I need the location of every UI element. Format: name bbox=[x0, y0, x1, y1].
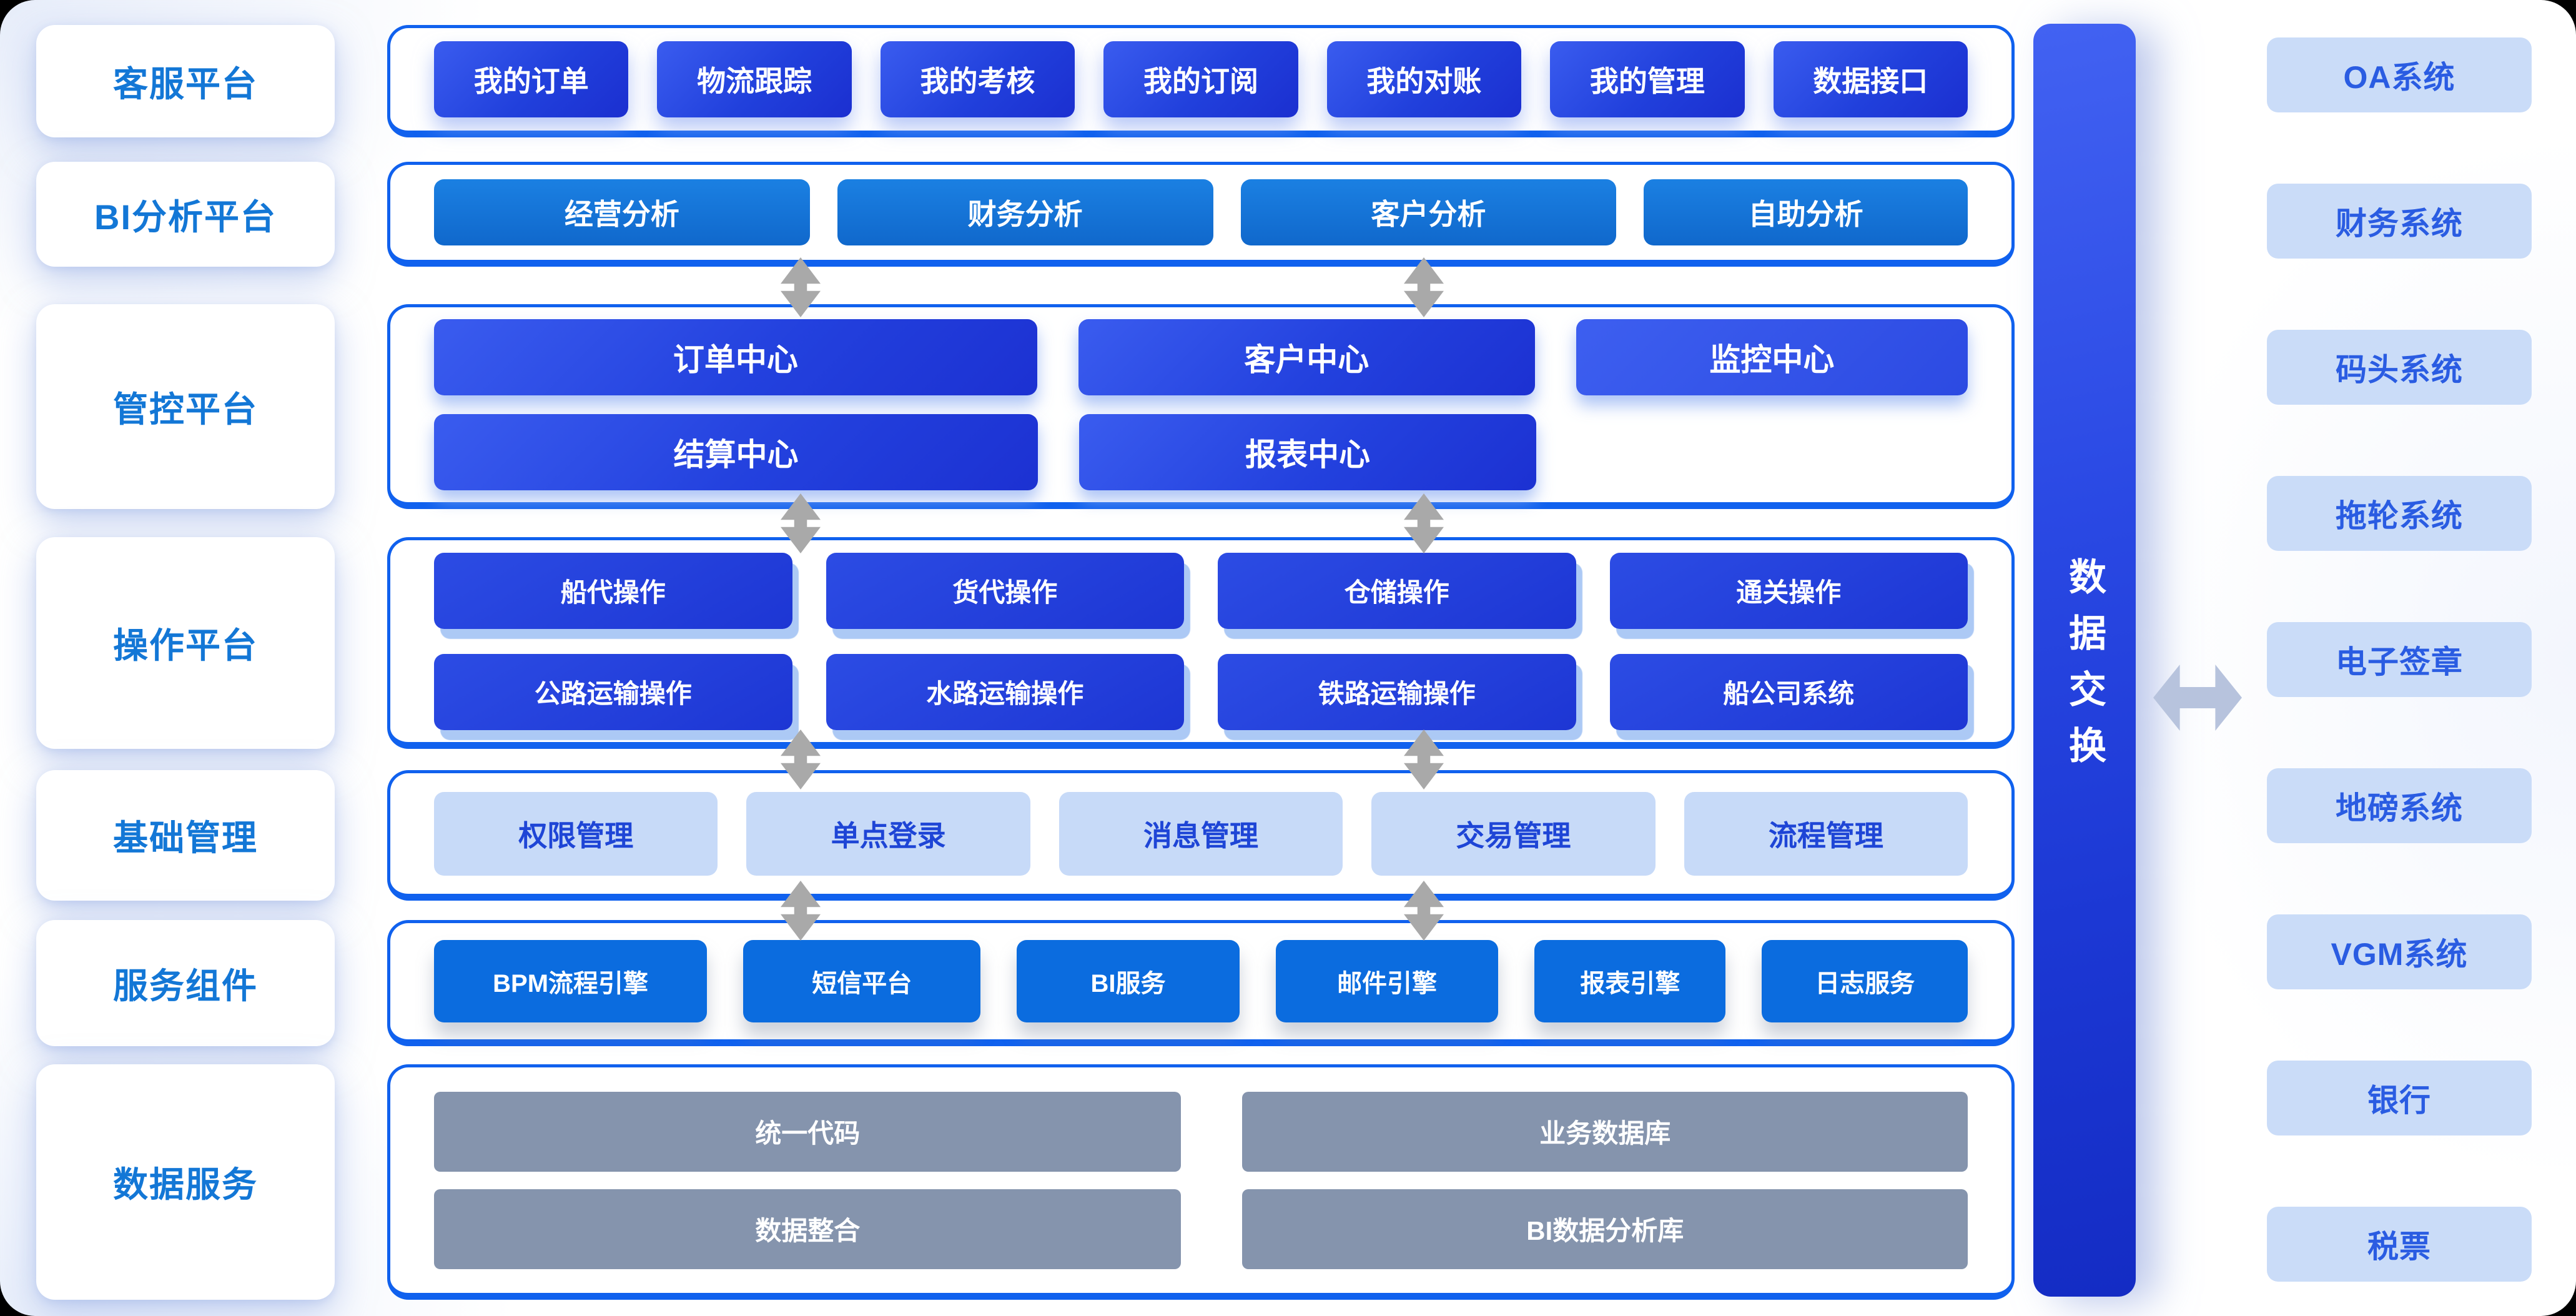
panel-button: 报表中心 bbox=[1079, 414, 1536, 490]
sidebar-card-operation-platform: 操作平台 bbox=[36, 537, 335, 749]
sidebar-card-label: BI分析平台 bbox=[94, 197, 277, 237]
sidebar-card-basic-management: 基础管理 bbox=[36, 770, 335, 901]
panel-basic-management: 权限管理 单点登录 消息管理 交易管理 流程管理 bbox=[387, 770, 2015, 901]
sidebar-card-label: 数据服务 bbox=[113, 1165, 258, 1204]
panel-button: 水路运输操作 bbox=[826, 653, 1184, 730]
external-system-item: 财务系统 bbox=[2267, 184, 2532, 259]
panel-button: 报表引擎 bbox=[1534, 940, 1726, 1022]
external-system-label: 地磅系统 bbox=[2336, 791, 2463, 826]
external-system-label: OA系统 bbox=[2343, 60, 2455, 95]
external-system-item: 拖轮系统 bbox=[2267, 476, 2532, 551]
sidebar-card-customer-service-platform: 客服平台 bbox=[36, 25, 335, 137]
external-system-label: 电子签章 bbox=[2336, 645, 2463, 680]
panel-button: 单点登录 bbox=[746, 791, 1030, 876]
panel-button: 结算中心 bbox=[434, 414, 1038, 490]
data-exchange-label: 数据交换 bbox=[2063, 557, 2106, 782]
panel-button: 经营分析 bbox=[434, 179, 810, 245]
sidebar-card-label: 服务组件 bbox=[113, 966, 258, 1006]
panel-button: 我的管理 bbox=[1550, 41, 1745, 117]
panel-button: 船代操作 bbox=[434, 552, 792, 629]
sidebar-card-label: 管控平台 bbox=[113, 389, 258, 429]
panel-button: 业务数据库 bbox=[1242, 1091, 1968, 1172]
panel-button: 订单中心 bbox=[434, 319, 1037, 395]
panel-button: 客户分析 bbox=[1240, 179, 1617, 245]
external-system-item: 地磅系统 bbox=[2267, 768, 2532, 843]
external-system-label: 税票 bbox=[2367, 1229, 2431, 1264]
sidebar-card-service-components: 服务组件 bbox=[36, 920, 335, 1046]
panel-button: 仓储操作 bbox=[1218, 552, 1576, 629]
panel-button: 监控中心 bbox=[1576, 319, 1968, 395]
panel-button: 数据整合 bbox=[434, 1189, 1182, 1269]
panel-button: 公路运输操作 bbox=[434, 653, 792, 730]
panel-button: 交易管理 bbox=[1371, 791, 1656, 876]
panel-button: BI数据分析库 bbox=[1242, 1189, 1968, 1269]
panel-service-components: BPM流程引擎 短信平台 BI服务 邮件引擎 报表引擎 日志服务 bbox=[387, 920, 2015, 1046]
panel-control-center: 订单中心 客户中心 监控中心 结算中心 报表中心 bbox=[387, 304, 2015, 509]
double-arrow-horizontal-icon bbox=[2153, 665, 2242, 731]
external-system-label: 码头系统 bbox=[2336, 352, 2463, 387]
external-system-item: 银行 bbox=[2267, 1061, 2532, 1135]
sidebar-card-label: 基础管理 bbox=[113, 818, 258, 858]
panel-button: 数据接口 bbox=[1773, 41, 1968, 117]
panel-button: 客户中心 bbox=[1078, 319, 1535, 395]
panel-button: 货代操作 bbox=[826, 552, 1184, 629]
panel-button: 短信平台 bbox=[743, 940, 981, 1022]
panel-button: 我的对账 bbox=[1326, 41, 1522, 117]
external-system-item: 码头系统 bbox=[2267, 330, 2532, 405]
panel-bi-analysis: 经营分析 财务分析 客户分析 自助分析 bbox=[387, 162, 2015, 267]
panel-button: 流程管理 bbox=[1684, 791, 1968, 876]
external-system-item: VGM系统 bbox=[2267, 914, 2532, 989]
external-system-label: 财务系统 bbox=[2336, 206, 2463, 241]
panel-button: 船公司系统 bbox=[1609, 653, 1968, 730]
sidebar-card-bi-analysis-platform: BI分析平台 bbox=[36, 162, 335, 267]
external-system-item: OA系统 bbox=[2267, 37, 2532, 112]
external-system-label: VGM系统 bbox=[2331, 937, 2468, 972]
panel-button: 我的订阅 bbox=[1103, 41, 1298, 117]
panel-button: 统一代码 bbox=[434, 1091, 1182, 1172]
sidebar-card-data-services: 数据服务 bbox=[36, 1064, 335, 1300]
external-system-item: 税票 bbox=[2267, 1207, 2532, 1282]
sidebar-card-label: 客服平台 bbox=[113, 64, 258, 104]
external-system-label: 银行 bbox=[2367, 1083, 2431, 1118]
external-system-label: 拖轮系统 bbox=[2336, 498, 2463, 533]
panel-button: BI服务 bbox=[1017, 940, 1240, 1022]
panel-button: 消息管理 bbox=[1059, 791, 1343, 876]
panel-button: 日志服务 bbox=[1762, 940, 1968, 1022]
panel-button: 我的考核 bbox=[880, 41, 1075, 117]
data-exchange-bar: 数据交换 bbox=[2033, 24, 2136, 1297]
panel-button: 自助分析 bbox=[1644, 179, 1968, 245]
external-system-item: 电子签章 bbox=[2267, 622, 2532, 697]
panel-button: BPM流程引擎 bbox=[434, 940, 708, 1022]
panel-button: 我的订单 bbox=[434, 41, 629, 117]
sidebar-card-control-platform: 管控平台 bbox=[36, 304, 335, 509]
panel-customer-service: 我的订单 物流跟踪 我的考核 我的订阅 我的对账 我的管理 数据接口 bbox=[387, 25, 2015, 137]
panel-button: 权限管理 bbox=[434, 791, 718, 876]
panel-button: 铁路运输操作 bbox=[1218, 653, 1576, 730]
panel-button: 通关操作 bbox=[1609, 552, 1968, 629]
panel-operation: 船代操作 货代操作 仓储操作 通关操作 公路运输操作 水路运输操作 铁路运输操作… bbox=[387, 537, 2015, 749]
sidebar-card-label: 操作平台 bbox=[113, 626, 258, 665]
panel-button: 财务分析 bbox=[837, 179, 1213, 245]
panel-button: 邮件引擎 bbox=[1275, 940, 1499, 1022]
panel-data-services: 统一代码 业务数据库 数据整合 BI数据分析库 bbox=[387, 1064, 2015, 1300]
panel-button: 物流跟踪 bbox=[657, 41, 852, 117]
